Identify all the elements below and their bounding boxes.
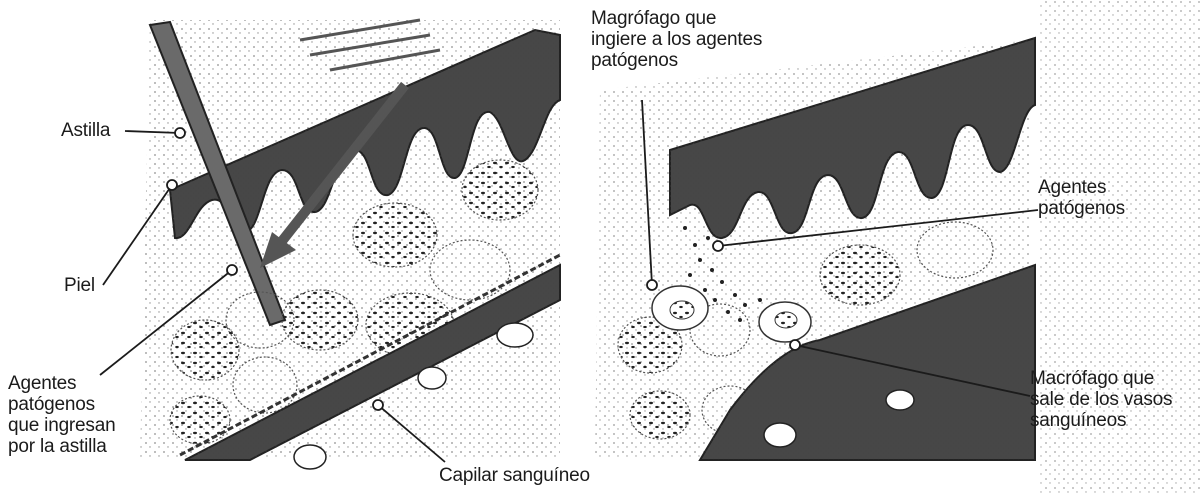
left-panel (140, 20, 560, 469)
marker-piel (167, 180, 177, 190)
marker-agentes-patogenos (713, 241, 723, 251)
label-macrofago-ingiere: Magrófago que ingiere a los agentes pató… (591, 8, 762, 71)
macrophage-ingesting-nucleus (670, 301, 694, 319)
left-blood-cell-2 (418, 367, 446, 389)
label-macrofago-sale: Macrófago que sale de los vasos sanguíne… (1030, 368, 1172, 431)
marker-macrofago-ingiere (647, 280, 657, 290)
marker-macrofago-sale (790, 340, 800, 350)
macrophage-exiting-nucleus (775, 312, 797, 328)
label-agentes-patogenos: Agentes patógenos (1038, 177, 1125, 219)
marker-capilar (373, 400, 383, 410)
marker-agentes-ingresan (227, 265, 237, 275)
right-blood-cell-1 (764, 423, 796, 447)
label-astilla: Astilla (61, 120, 110, 141)
label-agentes-ingresan: Agentes patógenos que ingresan por la as… (8, 373, 115, 457)
left-blood-cell-3 (497, 323, 533, 347)
right-blood-cell-2 (886, 390, 914, 410)
marker-astilla (175, 128, 185, 138)
left-blood-cell-1 (294, 445, 326, 469)
label-piel: Piel (64, 275, 95, 296)
label-capilar-sanguineo: Capilar sanguíneo (439, 465, 590, 486)
